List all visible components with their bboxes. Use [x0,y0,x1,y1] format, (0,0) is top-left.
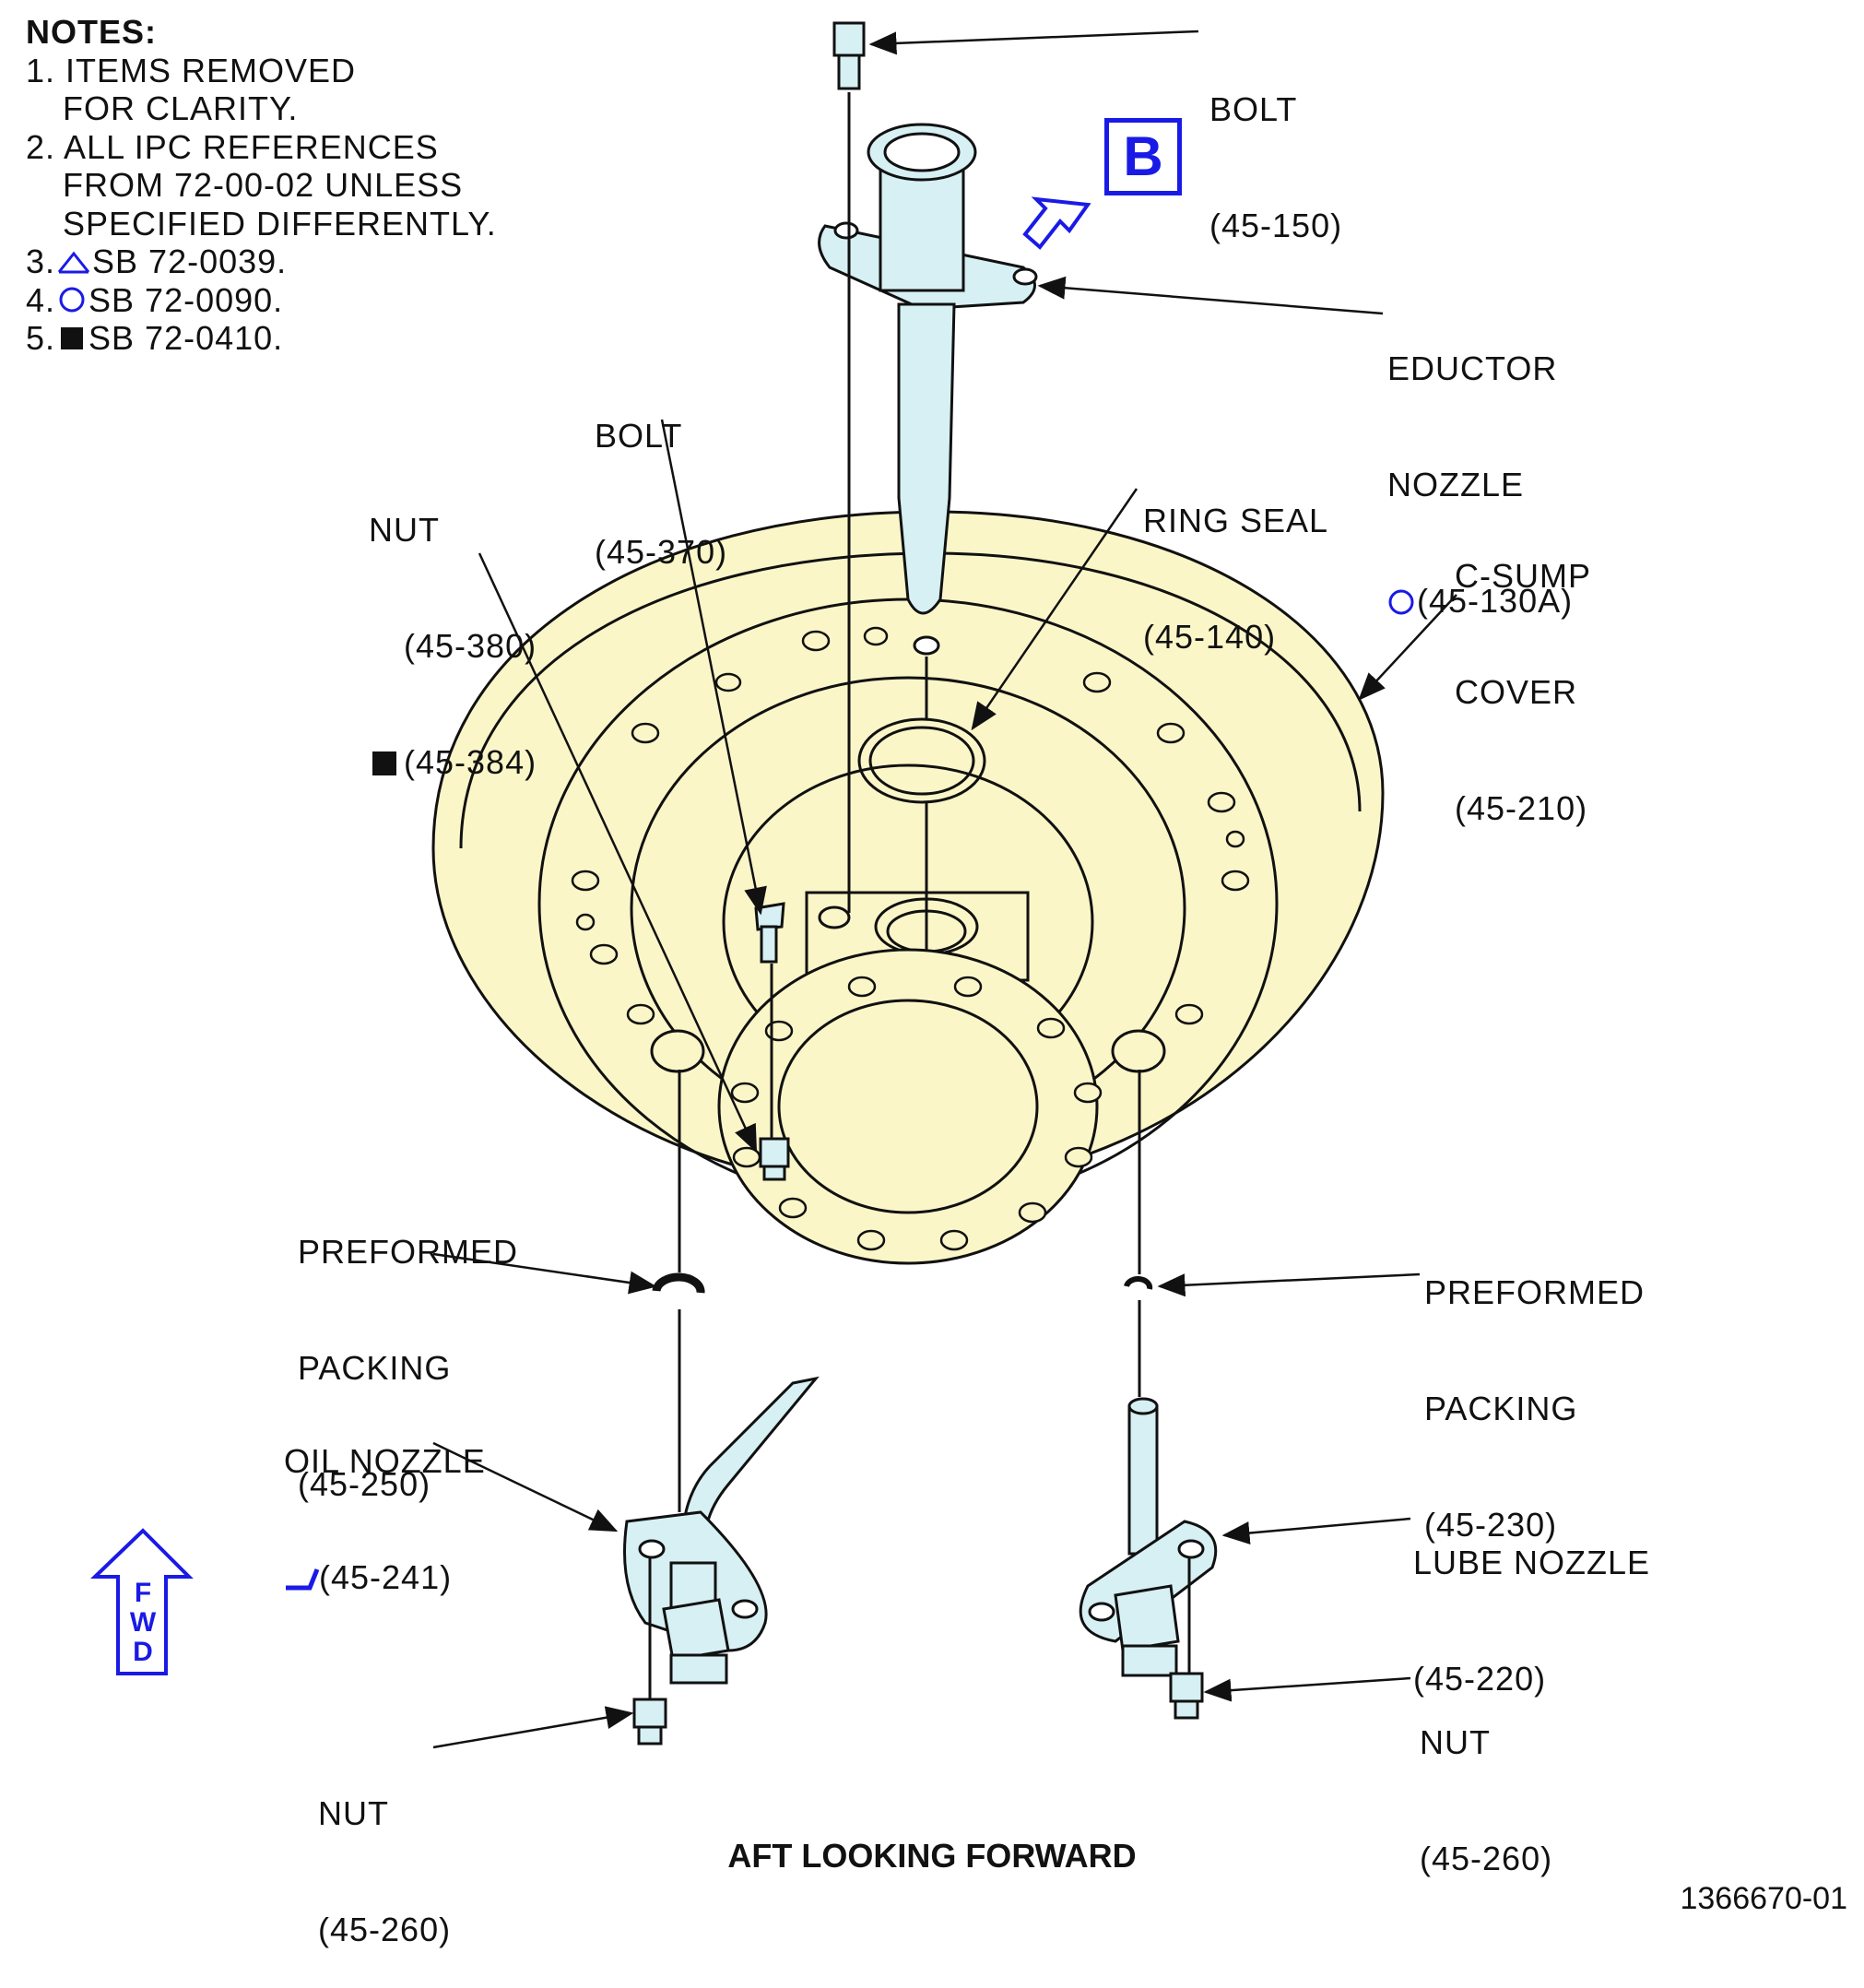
callout-nut-45-384-ref: (45-384) [404,743,537,781]
callout-oil-nozzle-ref-row: (45-241) [284,1558,486,1597]
note-5-number: 5. [26,319,56,357]
oil-nozzle [623,1376,820,1685]
callout-bolt-45-150-ref: (45-150) [1209,207,1343,244]
bolt-45-370 [754,902,785,964]
nut-45-380 [759,1137,790,1181]
nut-45-260-left [632,1698,667,1745]
callout-nut-45-380-name: NUT [369,511,440,549]
note-1-cont: FOR CLARITY. [63,89,299,127]
figure-number: 1366670-01 [1680,1881,1847,1916]
callout-nut-right-name: NUT [1420,1723,1491,1761]
fwd-letter-w: W [129,1607,157,1638]
callout-bolt-45-150: BOLT (45-150) [1209,13,1342,284]
view-arrow-icon [1022,196,1091,250]
callout-c-sump-line1: C-SUMP [1455,557,1591,595]
callout-nut-45-260-right: NUT (45-260) [1420,1646,1552,1917]
callout-ring-seal: RING SEAL (45-140) [1143,424,1328,695]
callout-ring-seal-ref: (45-140) [1143,618,1277,656]
callout-bolt-45-370-name: BOLT [595,417,683,455]
c-sump-cover [431,510,1385,1265]
callout-packing-45-230-ref: (45-230) [1424,1506,1558,1544]
callout-packing-45-250-line2: PACKING [298,1349,452,1387]
circle-flag-icon [1388,589,1414,615]
callout-packing-45-230: PREFORMED PACKING (45-230) [1424,1196,1645,1583]
square-flag-icon [61,326,84,349]
notes-title: NOTES: [26,13,158,51]
note-5: 5. SB 72-0410. [26,319,497,358]
preformed-packing-45-230 [1124,1276,1153,1290]
note-3-text: SB 72-0039. [92,243,288,280]
callout-oil-nozzle-name: OIL NOZZLE [284,1442,486,1480]
callout-eductor-line2: NOZZLE [1387,466,1525,503]
exploded-view-drawing [90,21,1457,1749]
fwd-letter-d: D [133,1637,153,1667]
callout-eductor-ref: (45-130A) [1417,582,1574,620]
callout-packing-45-250-ref: (45-250) [298,1465,431,1503]
triangle-flag-icon [286,1568,319,1591]
callout-eductor-line1: EDUCTOR [1387,349,1558,387]
preformed-packing-45-250 [652,1272,705,1294]
callout-packing-45-230-line1: PREFORMED [1424,1273,1646,1311]
callout-c-sump-line2: COVER [1455,673,1578,711]
leader-lines [432,30,1457,1749]
callout-packing-45-230-line2: PACKING [1424,1390,1578,1427]
callout-eductor-nozzle: EDUCTOR NOZZLE (45-130A) [1387,272,1573,659]
circle-flag-icon [59,287,85,313]
callout-nut-left-name: NUT [318,1794,389,1832]
triangle-flag-icon [57,251,90,274]
callout-nut-right-ref: (45-260) [1420,1840,1553,1877]
bolt-45-150 [832,21,866,90]
nut-45-260-right [1169,1672,1204,1720]
callout-eductor-ref-row: (45-130A) [1387,582,1573,621]
note-4-text: SB 72-0090. [88,280,284,319]
note-3: 3. SB 72-0039. [26,243,497,281]
callout-ring-seal-name: RING SEAL [1143,502,1329,539]
callout-bolt-45-150-name: BOLT [1209,90,1298,128]
fwd-letter-f: F [134,1578,152,1608]
view-title: AFT LOOKING FORWARD [727,1837,1137,1875]
callout-packing-45-250: PREFORMED PACKING (45-250) [298,1155,518,1543]
callout-lube-nozzle-name: LUBE NOZZLE [1413,1544,1651,1581]
view-b-label: B [1104,118,1182,195]
lube-nozzle [1079,1397,1218,1677]
notes-block: NOTES: 1. ITEMS REMOVED FOR CLARITY. 2. … [26,13,497,358]
callout-oil-nozzle: OIL NOZZLE (45-241) [284,1365,486,1636]
forward-arrow-icon [90,1528,194,1675]
callout-c-sump-ref: (45-210) [1455,789,1588,827]
assembly-lines [648,92,1191,1699]
note-2: 2. ALL IPC REFERENCES [26,127,439,166]
callout-nut-45-380: NUT (45-380) (45-384) [369,433,537,821]
callout-nut-45-384-row: (45-384) [369,743,537,782]
callout-nut-left-ref: (45-260) [318,1911,452,1948]
note-1: 1. ITEMS REMOVED [26,51,357,89]
eductor-nozzle [818,123,1038,656]
square-flag-icon [372,751,396,775]
note-5-text: SB 72-0410. [88,319,284,357]
note-2-cont-a: FROM 72-00-02 UNLESS [63,166,464,204]
callout-lube-nozzle-ref: (45-220) [1413,1660,1547,1698]
note-2-cont-b: SPECIFIED DIFFERENTLY. [63,204,497,243]
callout-nut-45-380-ref1: (45-380) [404,627,537,665]
callout-packing-45-250-line1: PREFORMED [298,1233,519,1271]
callout-c-sump-cover: C-SUMP COVER (45-210) [1455,479,1591,867]
callout-oil-nozzle-ref: (45-241) [319,1558,453,1596]
callout-lube-nozzle: LUBE NOZZLE (45-220) [1413,1466,1650,1737]
forward-indicator-text: F W D [127,1579,159,1667]
callout-bolt-45-370: BOLT (45-370) [595,339,727,610]
note-4-number: 4. [26,280,56,319]
callout-bolt-45-370-ref: (45-370) [595,533,728,571]
note-4: 4. SB 72-0090. [26,281,497,320]
cover-bolt-holes [571,626,1250,1025]
ring-seal [857,717,986,804]
note-3-number: 3. [26,243,56,280]
